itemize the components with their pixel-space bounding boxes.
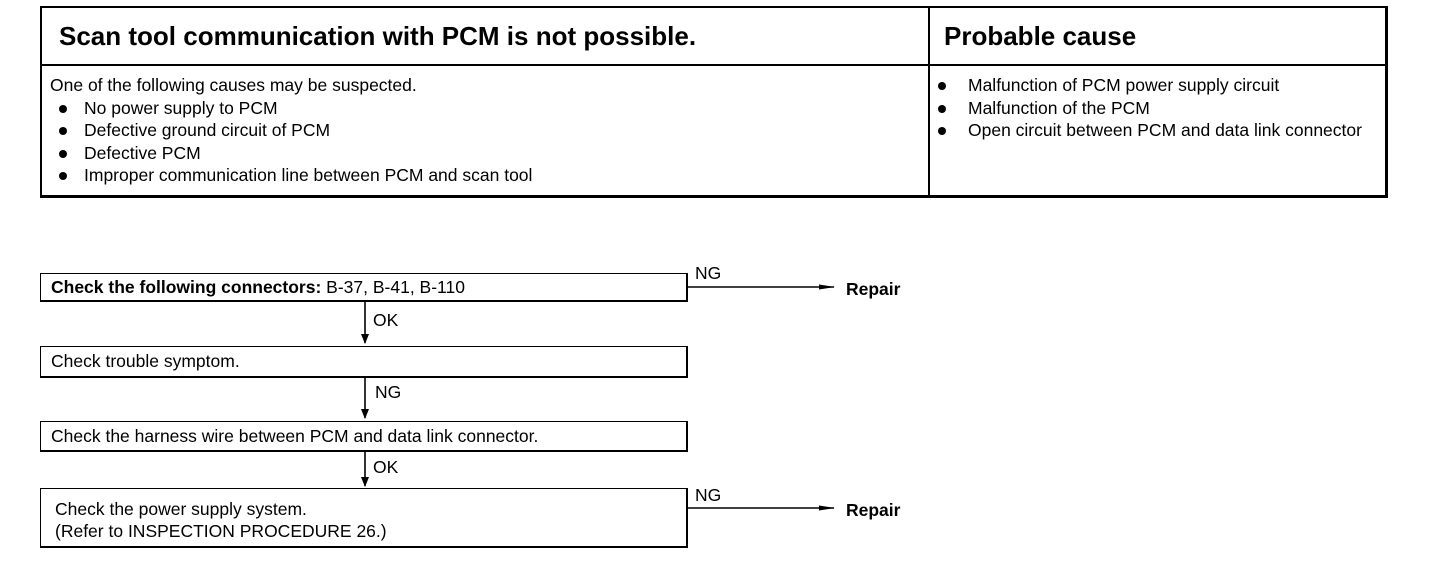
list-item: Defective ground circuit of PCM bbox=[50, 119, 910, 142]
bullet-icon bbox=[938, 127, 946, 135]
ng-label: NG bbox=[375, 382, 402, 402]
suspected-causes-list: No power supply to PCM Defective ground … bbox=[50, 97, 910, 187]
step-check-harness-wire: Check the harness wire between PCM and d… bbox=[40, 421, 688, 452]
probable-causes-list: Malfunction of PCM power supply circuit … bbox=[934, 74, 1378, 142]
bullet-icon bbox=[59, 104, 67, 113]
ng-label: NG bbox=[695, 485, 722, 505]
header-divider bbox=[42, 64, 1385, 66]
step-check-trouble-symptom: Check trouble symptom. bbox=[40, 346, 688, 378]
column-divider bbox=[928, 8, 930, 195]
step-check-power-supply: Check the power supply system. (Refer to… bbox=[40, 488, 688, 548]
bullet-icon bbox=[59, 127, 67, 135]
step-check-connectors: Check the following connectors: B-37, B-… bbox=[40, 273, 688, 302]
intro-text: One of the following causes may be suspe… bbox=[50, 75, 417, 95]
list-item: Open circuit between PCM and data link c… bbox=[934, 119, 1378, 142]
list-item: No power supply to PCM bbox=[50, 97, 910, 120]
list-item: Malfunction of the PCM bbox=[934, 97, 1378, 120]
list-item: Defective PCM bbox=[50, 142, 910, 165]
bullet-icon bbox=[59, 149, 67, 158]
ok-label: OK bbox=[373, 457, 399, 477]
trouble-table: Scan tool communication with PCM is not … bbox=[40, 6, 1388, 198]
trouble-description: One of the following causes may be suspe… bbox=[50, 74, 910, 187]
ng-label: NG bbox=[695, 263, 722, 283]
list-item: Improper communication line between PCM … bbox=[50, 164, 910, 187]
bullet-icon bbox=[59, 172, 67, 180]
repair-label: Repair bbox=[846, 279, 901, 299]
list-item: Malfunction of PCM power supply circuit bbox=[934, 74, 1378, 97]
ok-label: OK bbox=[373, 310, 399, 330]
trouble-title: Scan tool communication with PCM is not … bbox=[59, 21, 697, 51]
repair-label: Repair bbox=[846, 500, 901, 520]
probable-cause-title: Probable cause bbox=[944, 21, 1137, 51]
probable-cause-column: Malfunction of PCM power supply circuit … bbox=[934, 74, 1378, 142]
bullet-icon bbox=[938, 82, 946, 90]
bullet-icon bbox=[938, 104, 946, 113]
